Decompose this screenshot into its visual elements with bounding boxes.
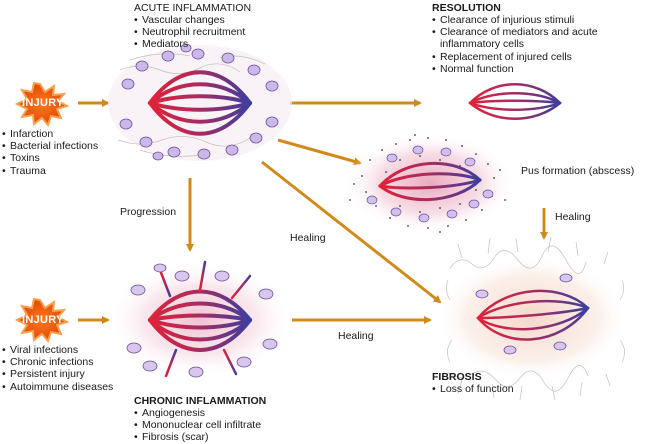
abscess-label: Pus formation (abscess) [521, 165, 635, 177]
list-item: Neutrophil recruitment [134, 26, 251, 38]
fibrosis-block: FIBROSIS Loss of function [432, 371, 514, 395]
injury-causes-bottom: Viral infections Chronic infections Pers… [2, 344, 113, 393]
resolution-list: Clearance of injurious stimuli Clearance… [432, 14, 598, 75]
list-item: Normal function [432, 63, 598, 75]
chronic-inflammation-title: CHRONIC INFLAMMATION [134, 395, 267, 407]
abscess-vessel [337, 133, 529, 233]
list-item: Viral infections [2, 344, 113, 356]
list-item: Chronic infections [2, 356, 113, 368]
list-item: Autoimmune diseases [2, 381, 113, 393]
chronic-inflammation-list: Angiogenesis Mononuclear cell infiltrate… [134, 407, 266, 444]
list-item: Fibrosis (scar) [134, 431, 266, 443]
acute-vessel [107, 43, 295, 161]
healing-label-diagonal: Healing [290, 232, 326, 244]
injury-label-top: INJURY [22, 97, 64, 109]
healing-label-chronic: Healing [338, 330, 374, 342]
list-item: Angiogenesis [134, 407, 266, 419]
list-item: Mononuclear cell infiltrate [134, 419, 266, 431]
list-item: Toxins [2, 152, 98, 164]
acute-inflammation-list: Vascular changes Neutrophil recruitment … [134, 14, 251, 51]
list-item: Mediators [134, 38, 251, 50]
arrow-acute-to-abscess [277, 138, 362, 166]
list-item: Bacterial infections [2, 140, 98, 152]
list-item-text: inflammatory cells [440, 38, 525, 51]
chronic-inflammation-block: CHRONIC INFLAMMATION Angiogenesis Mononu… [134, 395, 266, 444]
list-item: Replacement of injured cells [432, 51, 598, 63]
list-item: Clearance of injurious stimuli [432, 14, 598, 26]
acute-inflammation-block: ACUTE INFLAMMATION Vascular changes Neut… [134, 2, 251, 51]
progression-label: Progression [120, 206, 177, 218]
list-item: Trauma [2, 165, 98, 177]
arrows [78, 99, 548, 324]
arrow-acute-to-fibrosis [261, 160, 442, 304]
fibrosis-list: Loss of function [432, 383, 514, 395]
chronic-vessel [106, 260, 297, 378]
resolution-title: RESOLUTION [432, 2, 501, 14]
list-item: Loss of function [432, 383, 514, 395]
list-item: Infarction [2, 128, 98, 140]
acute-inflammation-title: ACUTE INFLAMMATION [134, 2, 252, 14]
fibrosis-title: FIBROSIS [432, 371, 482, 383]
injury-label-bottom: INJURY [22, 314, 64, 326]
resolution-vessel [425, 83, 607, 120]
list-item-continued: inflammatory cells [432, 38, 598, 50]
list-item: Vascular changes [134, 14, 251, 26]
resolution-block: RESOLUTION Clearance of injurious stimul… [432, 2, 598, 75]
healing-label-abscess: Healing [555, 211, 591, 223]
list-item: Clearance of mediators and acute [432, 26, 598, 38]
injury-burst-bottom [14, 297, 70, 343]
injury-burst-top [14, 81, 70, 127]
fibrosis-vessel [433, 236, 635, 401]
injury-causes-top: Infarction Bacterial infections Toxins T… [2, 128, 98, 177]
list-item: Persistent injury [2, 368, 113, 380]
